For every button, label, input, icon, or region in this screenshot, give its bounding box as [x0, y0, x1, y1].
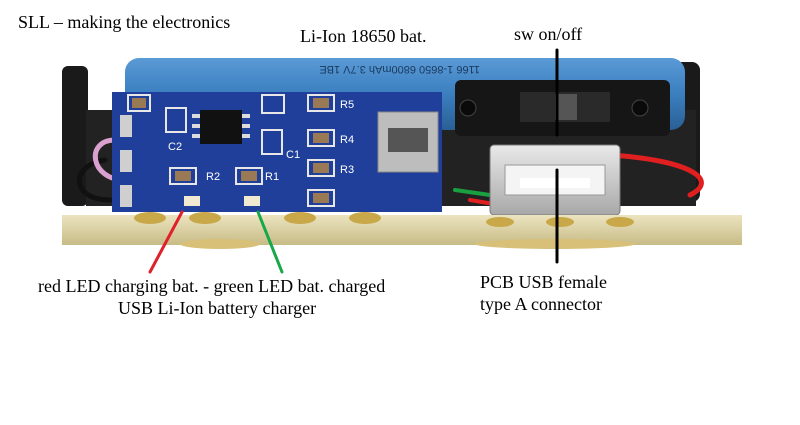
silk-r2: R2 [206, 171, 220, 183]
charger-label: USB Li-Ion battery charger [118, 298, 317, 318]
title-label: SLL – making the electronics [18, 12, 231, 32]
usb-label-line2: type A connector [480, 294, 602, 314]
silk-c1: C1 [286, 149, 300, 161]
svg-text:1166 1-8650 6800mAh 3.7V 1BE: 1166 1-8650 6800mAh 3.7V 1BE [319, 63, 480, 75]
led-label: red LED charging bat. - green LED bat. c… [38, 276, 386, 296]
silk-c2: C2 [168, 141, 182, 153]
charger-pcb [112, 92, 442, 212]
silk-r1: R1 [265, 171, 279, 183]
silk-r5: R5 [340, 99, 354, 111]
silkscreen-labels: R5 R4 R3 C1 R2 R1 C2 [168, 99, 354, 183]
annotation-lines [148, 48, 559, 274]
usb-a-connector [489, 144, 621, 216]
base-board [62, 212, 742, 249]
silk-r3: R3 [340, 164, 354, 176]
battery-label: Li-Ion 18650 bat. [300, 26, 427, 46]
silk-r4: R4 [340, 134, 354, 146]
usb-label-line1: PCB USB female [480, 272, 608, 292]
switch-label: sw on/off [514, 24, 583, 44]
slide-switch [455, 80, 670, 136]
